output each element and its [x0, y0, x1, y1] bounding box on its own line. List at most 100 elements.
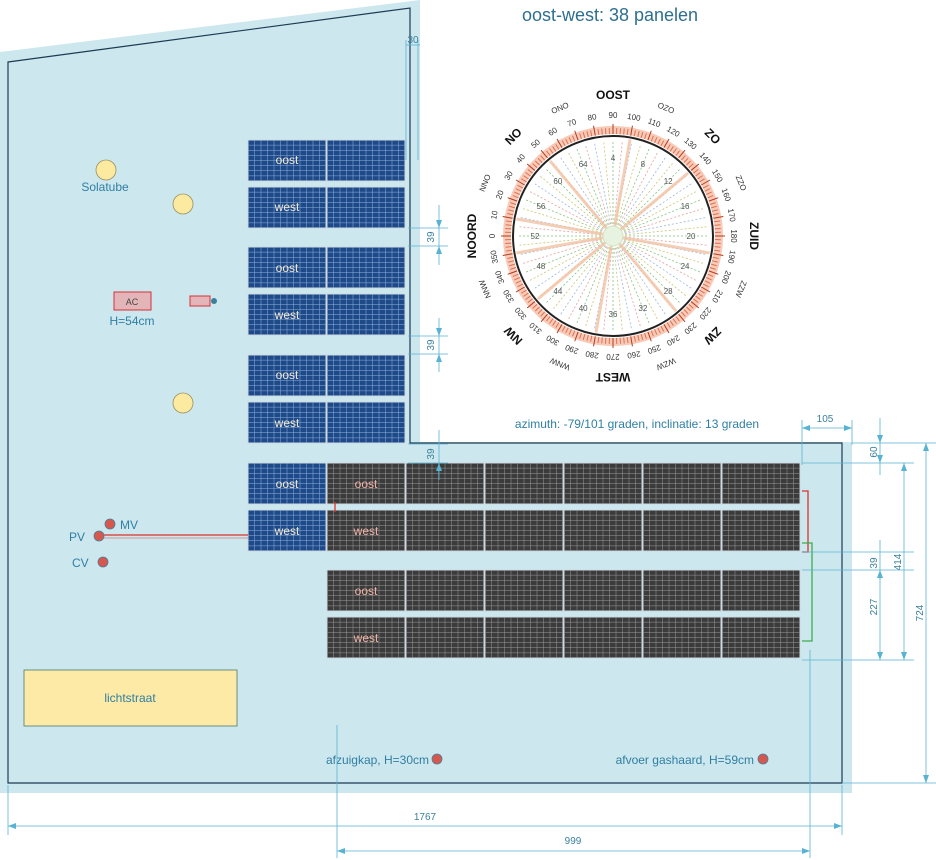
compass-cardinal-oost: OOST — [596, 88, 631, 102]
compass-tick — [525, 295, 531, 300]
compass-tick — [702, 184, 709, 189]
compass-degree-label: 80 — [587, 112, 598, 123]
compass-inner-number: 36 — [609, 310, 618, 319]
ac-connector — [211, 298, 217, 304]
compass-tick — [699, 178, 705, 183]
afzuigkap-point — [431, 753, 443, 765]
lichtstraat-label: lichtstraat — [104, 691, 156, 705]
arrow — [802, 425, 810, 431]
compass-radial — [559, 155, 614, 237]
compass-tick — [663, 324, 670, 334]
solar-panel — [326, 139, 406, 182]
gashaard-point — [757, 753, 769, 765]
compass-tick — [502, 216, 513, 219]
compass-tick — [508, 260, 515, 263]
compass-intercardinal-label: ONO — [550, 100, 570, 115]
compass-tick — [556, 138, 563, 148]
pv-label: PV — [69, 530, 85, 544]
compass-tick — [534, 160, 540, 166]
arrow — [877, 652, 883, 660]
dim-label-39a: 39 — [426, 231, 437, 243]
solar-panel — [326, 616, 406, 659]
compass-degree-label: 30 — [503, 169, 516, 182]
compass-tick — [510, 202, 517, 205]
compass-tick — [505, 220, 513, 223]
panel-cell-grid — [564, 510, 642, 551]
compass-tick — [523, 292, 529, 297]
compass-intercardinal-label: NNO — [478, 173, 493, 193]
compass-tick — [525, 172, 531, 177]
compass-degree-label: 290 — [564, 342, 580, 355]
solar-panel — [563, 509, 643, 552]
dim-label-999: 999 — [565, 836, 582, 847]
compass-tick — [709, 202, 716, 205]
panel-label: oost — [276, 153, 299, 167]
panel-cell-grid — [248, 247, 326, 288]
compass-tick — [521, 289, 527, 294]
gashaard-label: afvoer gashaard, H=59cm — [616, 753, 754, 767]
solar-panel — [642, 616, 722, 659]
compass-intercardinal-label: WNW — [548, 356, 571, 372]
panel-cell-grid — [643, 510, 721, 551]
compass-spoke — [548, 159, 615, 237]
compass-tick — [552, 146, 557, 152]
solar-panel — [721, 462, 801, 505]
compass-tick — [693, 169, 699, 174]
compass-tick — [704, 280, 711, 284]
compass-tick — [683, 309, 689, 315]
compass-cardinal-zw: ZW — [701, 324, 725, 348]
arrow — [436, 354, 442, 362]
compass-radial — [612, 235, 642, 328]
solar-panel — [484, 509, 564, 552]
compass-degree-label: 210 — [710, 288, 725, 305]
solar-panel — [563, 616, 643, 659]
compass-tick — [601, 128, 603, 135]
compass-spoke — [516, 234, 614, 255]
compass-tick — [517, 184, 524, 189]
solatube-label: Solatube — [81, 180, 129, 194]
compass-tick — [678, 313, 686, 323]
solar-panel — [484, 616, 564, 659]
compass-inner-number: 52 — [531, 232, 540, 241]
compass-radial — [518, 235, 614, 256]
compass-degree-label: 20 — [494, 189, 506, 201]
panel-cell-grid — [406, 463, 484, 504]
panel-label: west — [274, 524, 300, 538]
compass-tick — [640, 333, 644, 340]
compass-radial — [612, 151, 659, 237]
compass-inner-number: 4 — [611, 154, 616, 163]
compass-inner-number: 16 — [681, 202, 690, 211]
compass-cardinal-noord: NOORD — [465, 213, 479, 258]
compass-tick — [526, 163, 536, 171]
panel-cell-grid — [406, 617, 484, 658]
compass-degree-label: 10 — [489, 209, 500, 220]
compass-tick — [713, 220, 721, 223]
compass-tick — [672, 148, 677, 154]
compass-tick — [626, 336, 629, 344]
orientation-note: azimuth: -79/101 graden, inclinatie: 13 … — [515, 417, 759, 431]
compass-degree-label: 160 — [720, 187, 733, 203]
compass-tick — [713, 249, 721, 252]
compass-tick — [593, 336, 596, 347]
compass-cardinal-zuid: ZUID — [747, 222, 761, 250]
compass-spoke — [516, 217, 614, 238]
compass-tick — [714, 246, 721, 248]
compass-tick — [523, 175, 529, 180]
solar-panel — [247, 293, 327, 336]
compass-tick — [552, 320, 557, 326]
compass-radial — [532, 182, 614, 237]
pv-point — [93, 530, 105, 542]
compass-tick — [713, 253, 724, 256]
compass-tick — [572, 330, 576, 337]
panel-cell-grid — [643, 463, 721, 504]
compass-degree-label: 190 — [726, 250, 737, 265]
compass-tick — [514, 277, 521, 281]
solar-panel — [247, 462, 327, 505]
compass-tick — [590, 335, 593, 342]
solatube-circle-2 — [172, 193, 194, 215]
compass-tick — [712, 213, 719, 216]
arrow — [844, 425, 852, 431]
arrow — [877, 455, 883, 463]
compass-tick — [505, 224, 512, 226]
solar-panel — [247, 401, 327, 444]
